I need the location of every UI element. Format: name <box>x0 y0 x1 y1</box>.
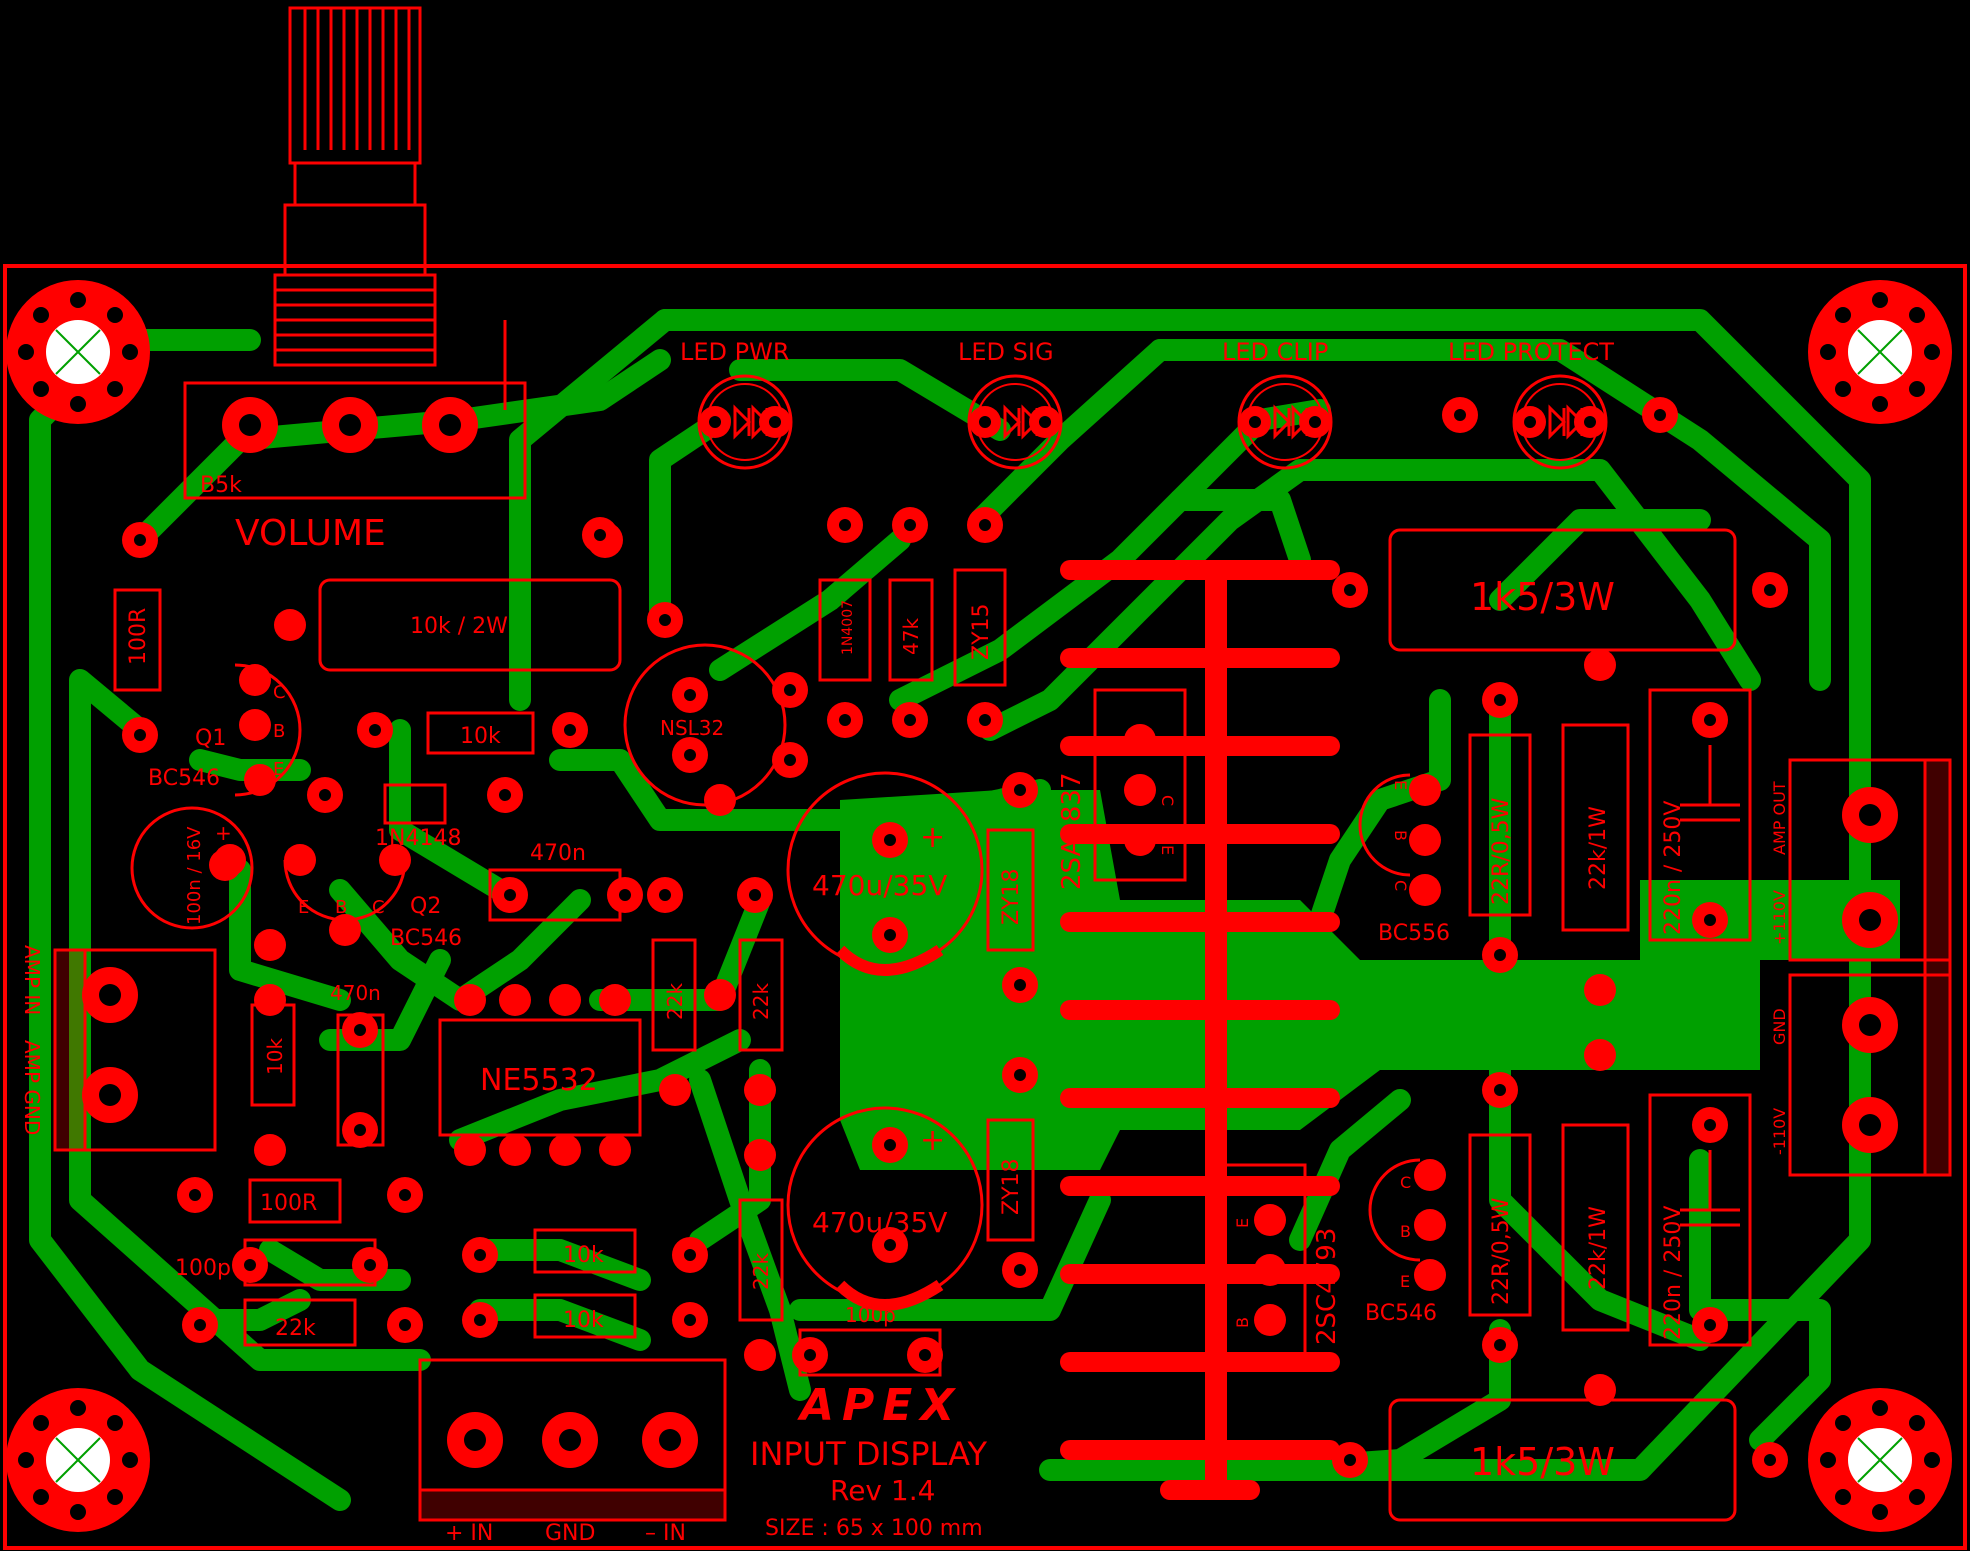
cap-220n-a-label: 220n / 250V <box>1661 801 1686 935</box>
led-sig-label: LED SIG <box>958 338 1054 366</box>
led-clip-label: LED CLIP <box>1222 338 1328 366</box>
terminal-gnd-in-label: GND <box>545 1521 595 1546</box>
cap-470u-a-polarity: + <box>920 820 945 855</box>
q2-pin-c: C <box>372 897 385 918</box>
led-protect-label: LED PROTECT <box>1448 338 1614 366</box>
led-sig-footprint <box>967 374 1063 470</box>
board-size: SIZE : 65 x 100 mm <box>765 1516 983 1541</box>
resistor-22k-b-label: 22k <box>749 983 773 1020</box>
mounting-hole-top-left <box>5 279 151 425</box>
terminal-plus-in-label: + IN <box>445 1521 493 1546</box>
terminal-gnd-label: GND <box>1770 1008 1789 1045</box>
silkscreen-text: B5k VOLUME LED PWR LED SIG LED CLIP LED … <box>20 338 1789 1546</box>
resistor-22k1w-b-label: 22k/1W <box>1586 1206 1611 1290</box>
mounting-hole-top-right <box>1807 279 1953 425</box>
cap-470u-b-label: 470u/35V <box>812 1206 947 1239</box>
nsl32-label: NSL32 <box>660 716 724 740</box>
resistor-22r-a-label: 22R/0,5W <box>1489 797 1514 905</box>
resistor-10k-a-label: 10k <box>563 1243 604 1268</box>
pot-volume-label: VOLUME <box>235 513 386 554</box>
cap-470n-b-label: 470n <box>330 981 381 1005</box>
cap-100p-a-label: 100p <box>175 1256 231 1281</box>
board-title: INPUT DISPLAY <box>750 1435 987 1473</box>
silkscreen-outlines <box>53 6 1952 1522</box>
cap-220n-b-label: 220n / 250V <box>1661 1206 1686 1340</box>
bc556-label: BC556 <box>1378 921 1450 946</box>
led-pwr-label: LED PWR <box>680 338 790 366</box>
bc556-pin-e: E <box>1391 780 1410 790</box>
bc546r-pin-c: C <box>1400 1173 1411 1192</box>
terminal-amp-in-label: AMP IN <box>20 945 44 1015</box>
cap-100n-label: 100n / 16V <box>184 826 205 925</box>
led-protect-footprint <box>1512 374 1608 470</box>
board-outline <box>3 264 1967 1550</box>
q2-pin-e: E <box>298 897 309 918</box>
transistor-2sa1837-label: 2SA1837 <box>1057 773 1087 890</box>
zener-zy18-a-label: ZY18 <box>999 868 1024 925</box>
q1-pin-b: B <box>273 721 285 742</box>
resistor-10k-q-label: 10k <box>460 724 501 749</box>
resistor-1k5-b-label: 1k5/3W <box>1470 1440 1615 1484</box>
sa-pin-e: E <box>1158 845 1177 855</box>
resistor-10k-b-label: 10k <box>563 1308 604 1333</box>
terminal-plus-110v-label: +110V <box>1770 890 1789 945</box>
transistor-2sc4793-label: 2SC4793 <box>1312 1228 1342 1345</box>
q2-pin-b: B <box>335 897 347 918</box>
cap-100p-b-label: 100p <box>845 1303 896 1327</box>
resistor-47k-label: 47k <box>899 618 923 655</box>
cap-470u-a-label: 470u/35V <box>812 869 947 902</box>
resistor-100r-v-label: 100R <box>126 608 151 665</box>
q2-part-label: BC546 <box>390 926 462 951</box>
pot-value-label: B5k <box>200 473 242 498</box>
resistor-22k1w-a-label: 22k/1W <box>1586 806 1611 890</box>
cap-470n-a-label: 470n <box>530 841 586 866</box>
board-revision: Rev 1.4 <box>830 1474 935 1507</box>
bc546r-pin-b: B <box>1400 1222 1411 1241</box>
q1-pin-c: C <box>273 682 286 703</box>
bc556-pin-b: B <box>1391 830 1410 841</box>
resistor-22k-a-label: 22k <box>663 983 687 1020</box>
sc-pin-e: E <box>1233 1218 1252 1228</box>
copper-traces <box>29 309 1871 1511</box>
cap-470u-b-polarity: + <box>920 1123 945 1158</box>
bc556-pin-c: C <box>1391 880 1410 891</box>
q1-ref-label: Q1 <box>195 726 226 751</box>
q1-pin-e: E <box>273 759 284 780</box>
resistor-22k-c-label: 22k <box>749 1253 773 1290</box>
terminal-minus-110v-label: -110V <box>1770 1108 1789 1155</box>
terminal-minus-in-label: – IN <box>645 1521 686 1546</box>
resistor-22r-b-label: 22R/0,5W <box>1489 1197 1514 1305</box>
q1-part-label: BC546 <box>148 766 220 791</box>
resistor-100r-h-label: 100R <box>260 1191 317 1216</box>
resistor-10k-v-label: 10k <box>263 1038 287 1075</box>
bc546-right-label: BC546 <box>1365 1301 1437 1326</box>
diode-1n4148-label: 1N4148 <box>375 826 461 851</box>
mounting-hole-bottom-left <box>5 1387 151 1533</box>
led-pwr-footprint <box>697 374 793 470</box>
terminal-amp-gnd-label: AMP GND <box>20 1040 44 1135</box>
resistor-1k5-a-label: 1k5/3W <box>1470 575 1615 619</box>
sc-pin-b: B <box>1233 1317 1252 1328</box>
zener-zy15-label: ZY15 <box>969 603 994 660</box>
q2-ref-label: Q2 <box>410 894 441 919</box>
mounting-hole-bottom-right <box>1807 1387 1953 1533</box>
sa-pin-b: B <box>1158 745 1177 756</box>
terminal-amp-out-label: AMP OUT <box>1770 781 1789 855</box>
zener-zy18-b-label: ZY18 <box>999 1158 1024 1215</box>
ic-ne5532-label: NE5532 <box>480 1063 598 1098</box>
resistor-22k-d-label: 22k <box>275 1316 316 1341</box>
bc546r-pin-e: E <box>1400 1272 1410 1291</box>
pads <box>82 397 1898 1478</box>
sa-pin-c: C <box>1158 795 1177 806</box>
resistor-10k-2w-label: 10k / 2W <box>410 614 508 639</box>
sc-pin-c: C <box>1233 1267 1252 1278</box>
brand-logo: APEX <box>797 1380 962 1431</box>
cap-100n-polarity: + <box>215 821 232 845</box>
diode-1n4007-label: 1N4007 <box>840 600 856 655</box>
